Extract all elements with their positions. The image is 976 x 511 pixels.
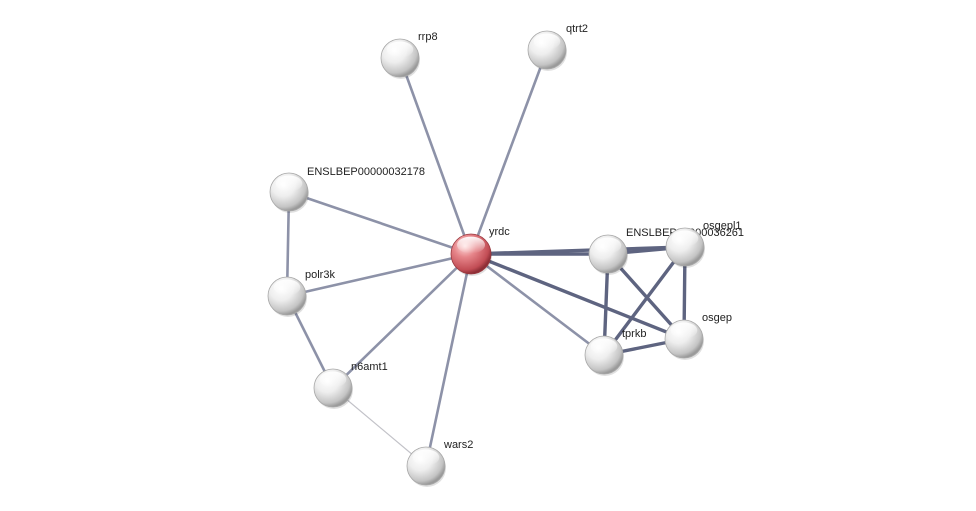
node-n6amt1[interactable]: n6amt1 <box>313 361 388 409</box>
node-label: yrdc <box>489 226 510 238</box>
node-yrdc[interactable]: yrdc <box>450 226 510 276</box>
node-label: qtrt2 <box>566 23 588 35</box>
edge-n6amt1-wars2 <box>332 387 427 467</box>
node-wars2[interactable]: wars2 <box>406 439 473 487</box>
node-label: n6amt1 <box>351 361 388 373</box>
node-gloss <box>590 338 618 355</box>
node-label: ENSLBEP00000032178 <box>307 166 425 178</box>
node-label: rrp8 <box>418 31 438 43</box>
node-ENSLBEP00000032178[interactable]: ENSLBEP00000032178 <box>269 166 425 213</box>
node-gloss <box>671 230 699 247</box>
node-gloss <box>670 322 698 339</box>
edge-yrdc-polr3k <box>285 252 473 298</box>
node-gloss <box>533 33 561 50</box>
node-qtrt2[interactable]: qtrt2 <box>527 23 588 71</box>
edge-yrdc-qtrt2 <box>469 48 549 256</box>
edge-yrdc-rrp8 <box>398 56 473 256</box>
node-label: osgepl1 <box>703 220 742 232</box>
node-gloss <box>275 175 303 192</box>
edge-yrdc-wars2 <box>424 252 473 468</box>
node-gloss <box>386 41 414 58</box>
edge-yrdc-osgepl1 <box>469 245 687 256</box>
node-gloss <box>412 449 440 466</box>
node-label: wars2 <box>443 439 473 451</box>
edge-yrdc-osgep <box>469 252 686 341</box>
node-gloss <box>319 371 347 388</box>
node-osgepl1[interactable]: osgepl1 <box>665 220 742 268</box>
node-polr3k[interactable]: polr3k <box>267 269 335 317</box>
node-gloss <box>273 279 301 296</box>
node-tprkb[interactable]: tprkb <box>584 328 646 376</box>
node-rrp8[interactable]: rrp8 <box>380 31 438 79</box>
node-label: tprkb <box>622 328 646 340</box>
edge-yrdc-ENSLBEP00000032178 <box>287 190 473 256</box>
edge-yrdc-n6amt1 <box>331 252 473 390</box>
node-osgep[interactable]: osgep <box>664 312 732 360</box>
node-gloss <box>594 237 622 254</box>
node-gloss <box>457 236 485 254</box>
node-label: polr3k <box>305 269 335 281</box>
edge-osgepl1-tprkb <box>602 245 687 357</box>
node-label: osgep <box>702 312 732 324</box>
edge-yrdc-tprkb <box>469 252 606 357</box>
